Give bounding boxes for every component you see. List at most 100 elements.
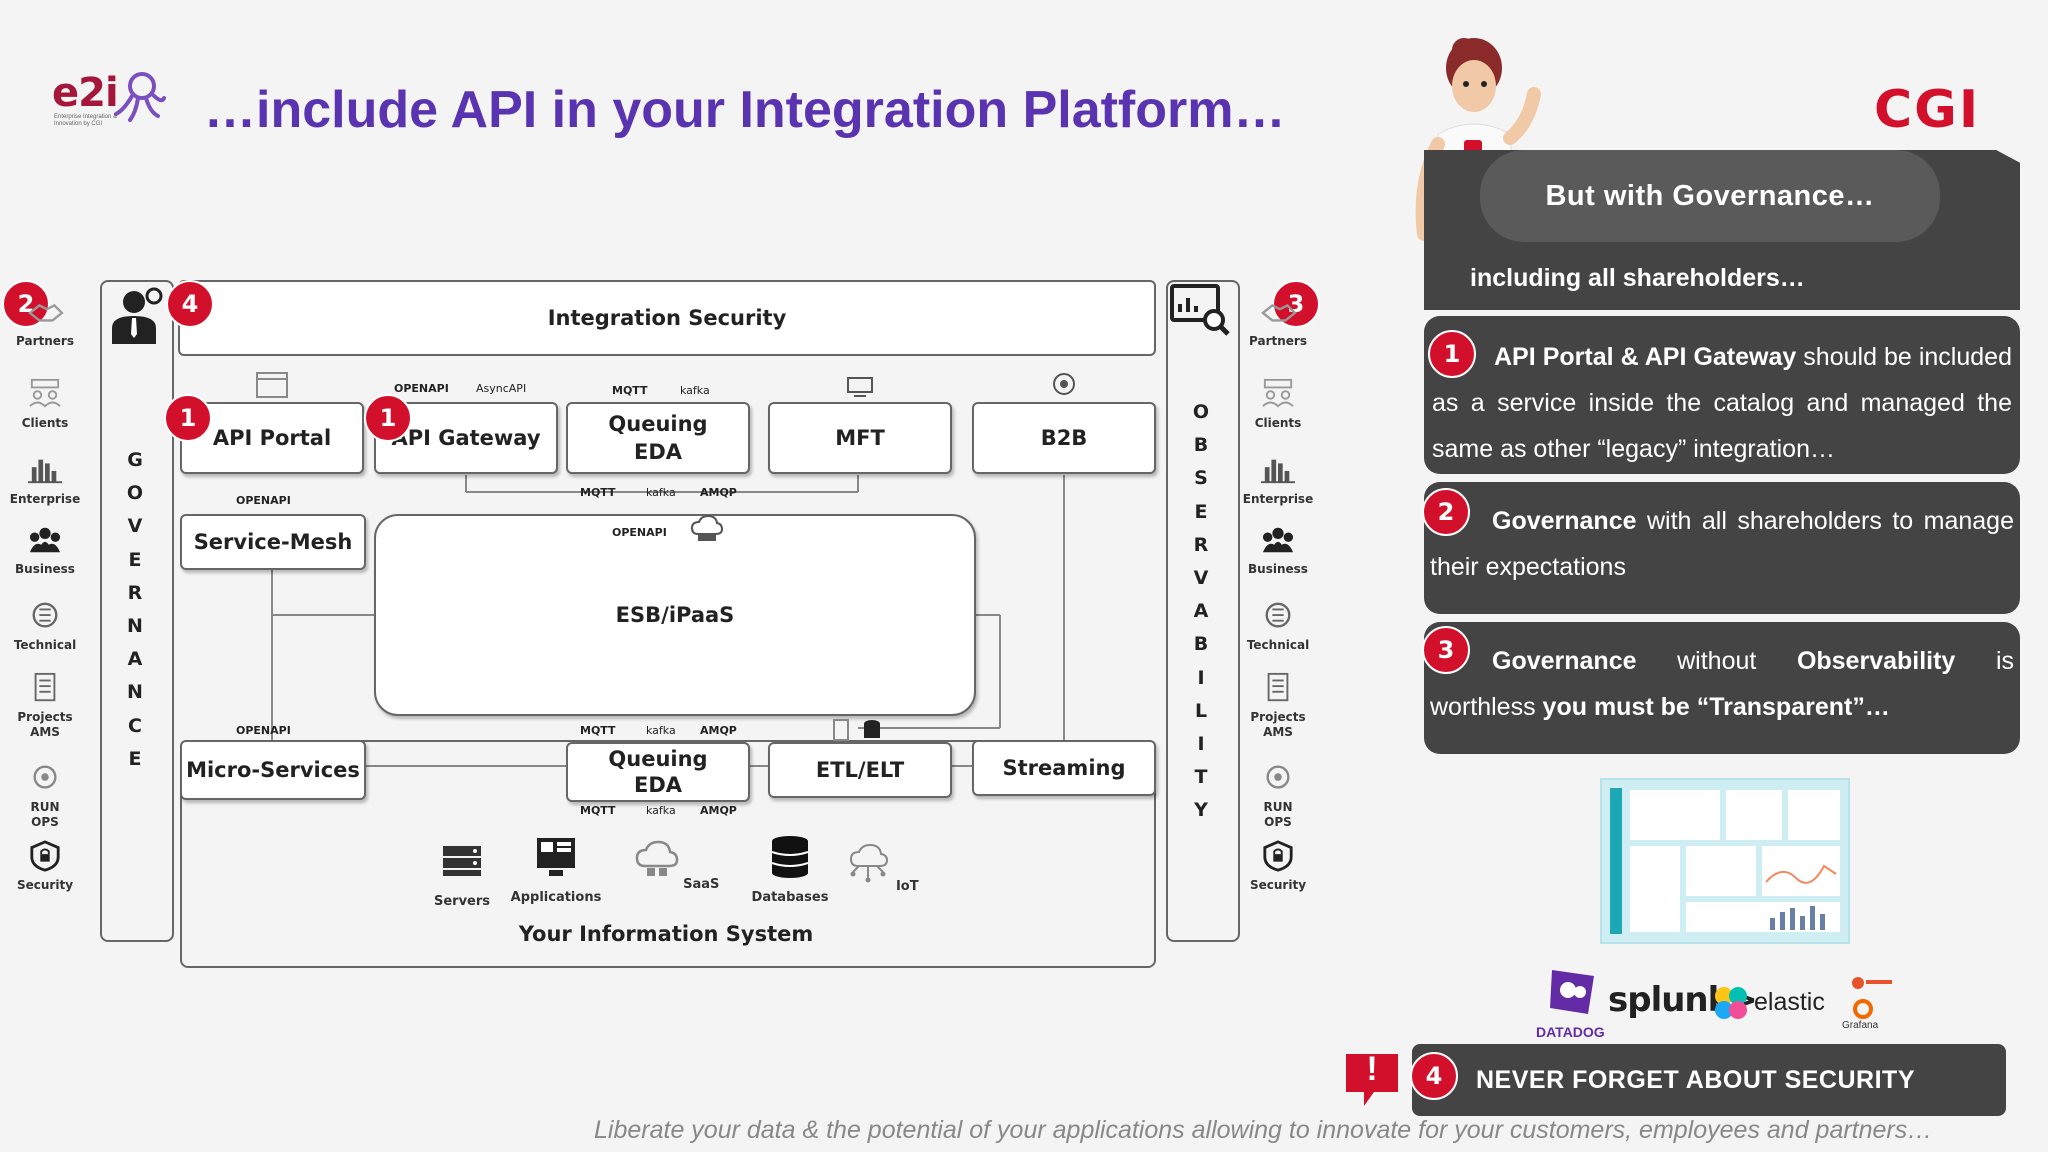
- kafka-tag: kafka: [680, 384, 710, 397]
- mft-box: MFT: [768, 402, 952, 474]
- saas-cloud-icon: [635, 840, 678, 876]
- technical-icon: [32, 602, 58, 628]
- prometheus-logo-icon: [1852, 977, 1892, 989]
- esb-ipaas-box: ESB/iPaaS: [374, 514, 976, 716]
- right-stakeholder-partners: Partners: [1233, 296, 1323, 349]
- server-rack-icon: [443, 846, 481, 876]
- information-system-title: Your Information System: [518, 922, 814, 946]
- amqp-tag-bottom: AMQP: [700, 724, 737, 737]
- footer-tagline: Liberate your data & the potential of yo…: [594, 1116, 1933, 1144]
- handshake-icon: [28, 303, 64, 322]
- projects-icon: [1267, 672, 1289, 702]
- applications-item: Applications: [506, 834, 606, 905]
- alert-speech-icon: [1346, 1054, 1398, 1106]
- browser-window-icon: [256, 372, 288, 398]
- mqtt-tag-bottom-2: MQTT: [580, 804, 616, 817]
- datadog-label: DATADOG: [1536, 1024, 1605, 1040]
- security-banner: [1412, 1044, 2006, 1116]
- grafana-logo-icon: [1853, 999, 1873, 1019]
- e2i-logo: e2i Enterprise Integration & Innovation …: [52, 70, 172, 130]
- openapi-tag: OPENAPI: [394, 382, 449, 395]
- information-system-frame: [180, 740, 1156, 968]
- stakeholder-label: Security: [16, 878, 74, 892]
- left-stakeholder-clients: Clients: [0, 378, 90, 431]
- card-governance-observability: [1424, 622, 2020, 754]
- badge-1-api-gateway: 1: [364, 394, 412, 442]
- clients-icon: [29, 378, 61, 408]
- openapi-tag-mesh: OPENAPI: [236, 494, 291, 507]
- soap-cloud-icon: [690, 514, 724, 541]
- elastic-label: elastic: [1754, 988, 1825, 1016]
- right-stakeholder-security: Security: [1233, 840, 1323, 893]
- grafana-label: Grafana: [1842, 1020, 1879, 1031]
- right-stakeholder-clients: Clients: [1233, 378, 1323, 431]
- elastic-logo-icon: [1715, 987, 1747, 1019]
- badge-1-api-portal: 1: [164, 394, 212, 442]
- logo-subtitle: Enterprise Integration & Innovation by C…: [54, 114, 118, 127]
- alert-mark: !: [1366, 1050, 1378, 1088]
- left-stakeholder-business: Business: [0, 524, 90, 577]
- handshake-icon: [1261, 303, 1297, 322]
- observability-frame: [1166, 280, 1240, 942]
- right-stakeholder-technical: Technical: [1233, 600, 1323, 653]
- page-title: …include API in your Integration Platfor…: [204, 81, 1286, 139]
- card1-badge: 1: [1428, 330, 1476, 378]
- monitor-search-icon: [1170, 284, 1230, 336]
- stakeholder-label: Enterprise: [1242, 492, 1314, 506]
- left-stakeholder-partners: Partners: [0, 296, 90, 349]
- card1-text: API Portal & API Gateway should be inclu…: [1432, 343, 2012, 463]
- database-icon: [771, 836, 809, 878]
- amqp-tag-esb: AMQP: [700, 486, 737, 499]
- dashboard-thumbnail: [1600, 778, 1850, 944]
- line-chart-icon: [1765, 864, 1837, 884]
- mqtt-tag-bottom: MQTT: [580, 724, 616, 737]
- security-text: NEVER FORGET ABOUT SECURITY: [1476, 1066, 1915, 1094]
- right-stakeholder-business: Business: [1233, 524, 1323, 577]
- saas-item: SaaS: [626, 836, 726, 892]
- business-icon: [29, 527, 61, 553]
- mqtt-tag: MQTT: [612, 384, 648, 397]
- card3-badge: 3: [1422, 626, 1470, 674]
- iot-item: IoT: [832, 838, 932, 894]
- enterprise-icon: [1261, 459, 1295, 484]
- card-api-portal-gateway: [1424, 316, 2020, 474]
- stakeholder-label: Technical: [13, 638, 77, 652]
- datadog-logo-icon: [1550, 970, 1594, 1014]
- enterprise-icon: [28, 459, 62, 484]
- amqp-tag-bottom-2: AMQP: [700, 804, 737, 817]
- stakeholder-label: Business: [15, 562, 75, 576]
- sftp-icon: [847, 377, 873, 397]
- card2-badge: 2: [1422, 488, 1470, 536]
- governance-person-icon: [112, 287, 163, 344]
- asyncapi-tag: AsyncAPI: [476, 382, 527, 395]
- logo-text: e2i: [52, 70, 119, 116]
- clients-icon: [1262, 378, 1294, 408]
- stakeholder-label: Partners: [16, 334, 74, 348]
- stakeholder-label: Partners: [1249, 334, 1307, 348]
- card-governance-shareholders: [1424, 482, 2020, 614]
- etl-file-database-icon: [833, 719, 880, 741]
- left-stakeholder-enterprise: Enterprise: [0, 454, 90, 507]
- streaming-box: Streaming: [972, 740, 1156, 796]
- integration-security-box: Integration Security: [178, 280, 1156, 356]
- octopus-icon: [114, 72, 166, 122]
- run-ops-icon: [33, 765, 57, 789]
- service-mesh-box: Service-Mesh: [180, 514, 366, 570]
- b2b-box: B2B: [972, 402, 1156, 474]
- databases-item: Databases: [740, 834, 840, 905]
- stakeholder-label: Security: [1249, 878, 1307, 892]
- b2b-sync-icon: [1053, 373, 1075, 395]
- governance-frame: [100, 280, 174, 942]
- connector-lines: [271, 475, 1065, 767]
- stakeholder-label: Enterprise: [9, 492, 81, 506]
